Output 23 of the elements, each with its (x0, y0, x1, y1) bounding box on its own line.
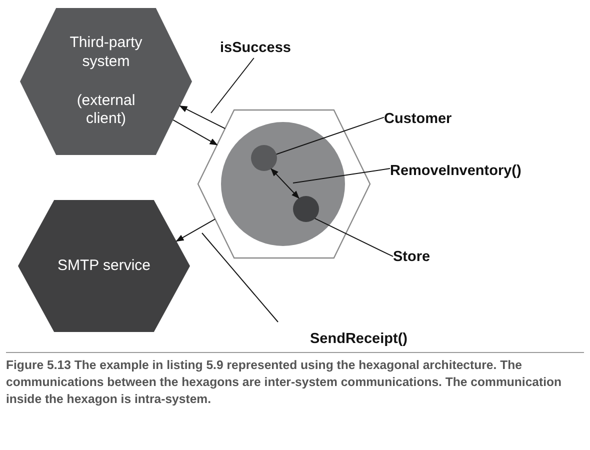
arrow (270, 168, 300, 199)
leader-line (314, 218, 394, 257)
leader-line (210, 58, 254, 114)
node-text: (external client) (76, 92, 136, 129)
arrow (172, 119, 218, 146)
hexagon-node (198, 110, 370, 258)
callout-label: Customer (384, 109, 464, 129)
callout-label: Store (393, 247, 443, 267)
circle-node (251, 145, 277, 171)
hexagon-node (20, 8, 192, 155)
leader-line (292, 168, 390, 184)
node-text: Third-party system (68, 34, 144, 72)
figure-caption: Figure 5.13 The example in listing 5.9 represented using the hexagonal architecture. The communications between the hexagons are inter-system communications. The communication inside the hexagon is intra-system. (6, 352, 584, 408)
leader-line (202, 232, 278, 322)
circle-node (293, 196, 319, 222)
node-text: SMTP service (57, 256, 151, 276)
hexagon-node (18, 200, 190, 332)
arrow (176, 218, 216, 242)
callout-label: RemoveInventory() (390, 161, 540, 181)
callout-label: isSuccess (220, 38, 292, 58)
arrow (179, 105, 226, 130)
leader-line (276, 116, 384, 155)
callout-label: SendReceipt() (310, 329, 414, 349)
